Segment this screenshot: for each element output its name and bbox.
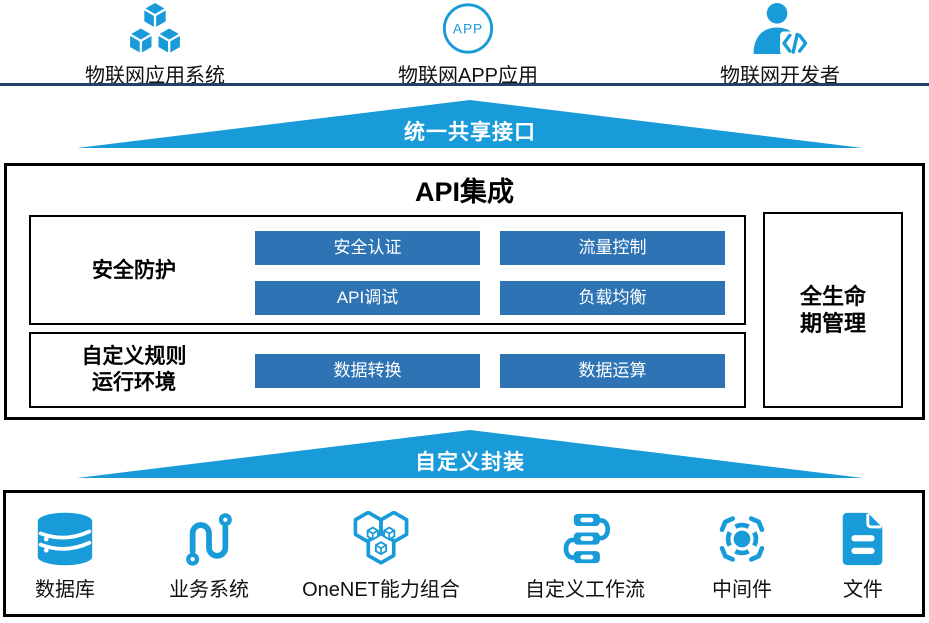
lifecycle-label-line1: 全生命 xyxy=(799,284,866,309)
cubes-icon xyxy=(128,2,182,55)
top-item-iot-developer: 物联网开发者 xyxy=(680,2,880,88)
custom-rules-label-line2: 运行环境 xyxy=(92,371,176,394)
button-security-auth: 安全认证 xyxy=(255,231,480,265)
custom-rules-label-line1: 自定义规则 xyxy=(81,345,187,368)
bottom-item-label: OneNET能力组合 xyxy=(302,579,460,601)
custom-packaging-arrow: 自定义封装 xyxy=(77,430,863,478)
top-item-iot-application-system: 物联网应用系统 xyxy=(55,2,255,88)
button-data-convert: 数据转换 xyxy=(255,354,480,388)
developer-icon xyxy=(753,2,808,55)
bottom-item-label: 文件 xyxy=(843,579,883,601)
app-icon-text: APP xyxy=(453,22,483,37)
bottom-item-business-system: 业务系统 xyxy=(144,511,274,611)
top-item-label: 物联网APP应用 xyxy=(397,65,539,87)
top-item-label: 物联网应用系统 xyxy=(85,65,225,87)
bottom-item-file: 文件 xyxy=(798,511,928,611)
database-icon xyxy=(37,512,93,566)
security-protection-label: 安全防护 xyxy=(92,259,176,282)
hexagon-cubes-icon xyxy=(353,511,409,565)
lifecycle-label-line2: 期管理 xyxy=(799,311,866,336)
app-circle-icon: APP xyxy=(442,3,494,54)
bottom-item-middleware: 中间件 xyxy=(677,511,807,611)
bottom-item-database: 数据库 xyxy=(0,511,130,611)
lifecycle-management-box: 全生命 期管理 xyxy=(763,212,903,408)
middleware-icon xyxy=(719,516,765,562)
custom-rules-label: 自定义规则 运行环境 xyxy=(44,344,224,396)
top-item-label: 物联网开发者 xyxy=(720,65,840,87)
bottom-item-label: 业务系统 xyxy=(169,579,249,601)
custom-packaging-arrow-label: 自定义封装 xyxy=(415,451,525,474)
button-api-debug: API调试 xyxy=(255,281,480,315)
bottom-item-custom-workflow: 自定义工作流 xyxy=(495,511,675,611)
top-item-iot-app: APP 物联网APP应用 xyxy=(368,2,568,88)
bottom-item-onenet-capability: OneNET能力组合 xyxy=(291,511,471,611)
shared-interface-arrow: 统一共享接口 xyxy=(77,100,863,148)
shared-interface-arrow-label: 统一共享接口 xyxy=(404,121,536,144)
pipeline-icon xyxy=(186,513,232,566)
workflow-icon xyxy=(563,513,611,564)
button-data-compute: 数据运算 xyxy=(500,354,725,388)
resources-box xyxy=(3,490,925,617)
button-flow-control: 流量控制 xyxy=(500,231,725,265)
bottom-item-label: 中间件 xyxy=(712,579,772,601)
bottom-item-label: 自定义工作流 xyxy=(525,579,645,601)
bottom-item-label: 数据库 xyxy=(35,579,95,601)
navy-divider-line xyxy=(0,83,929,86)
api-integration-title: API集成 xyxy=(414,177,514,207)
button-load-balance: 负载均衡 xyxy=(500,281,725,315)
file-icon xyxy=(842,512,883,566)
